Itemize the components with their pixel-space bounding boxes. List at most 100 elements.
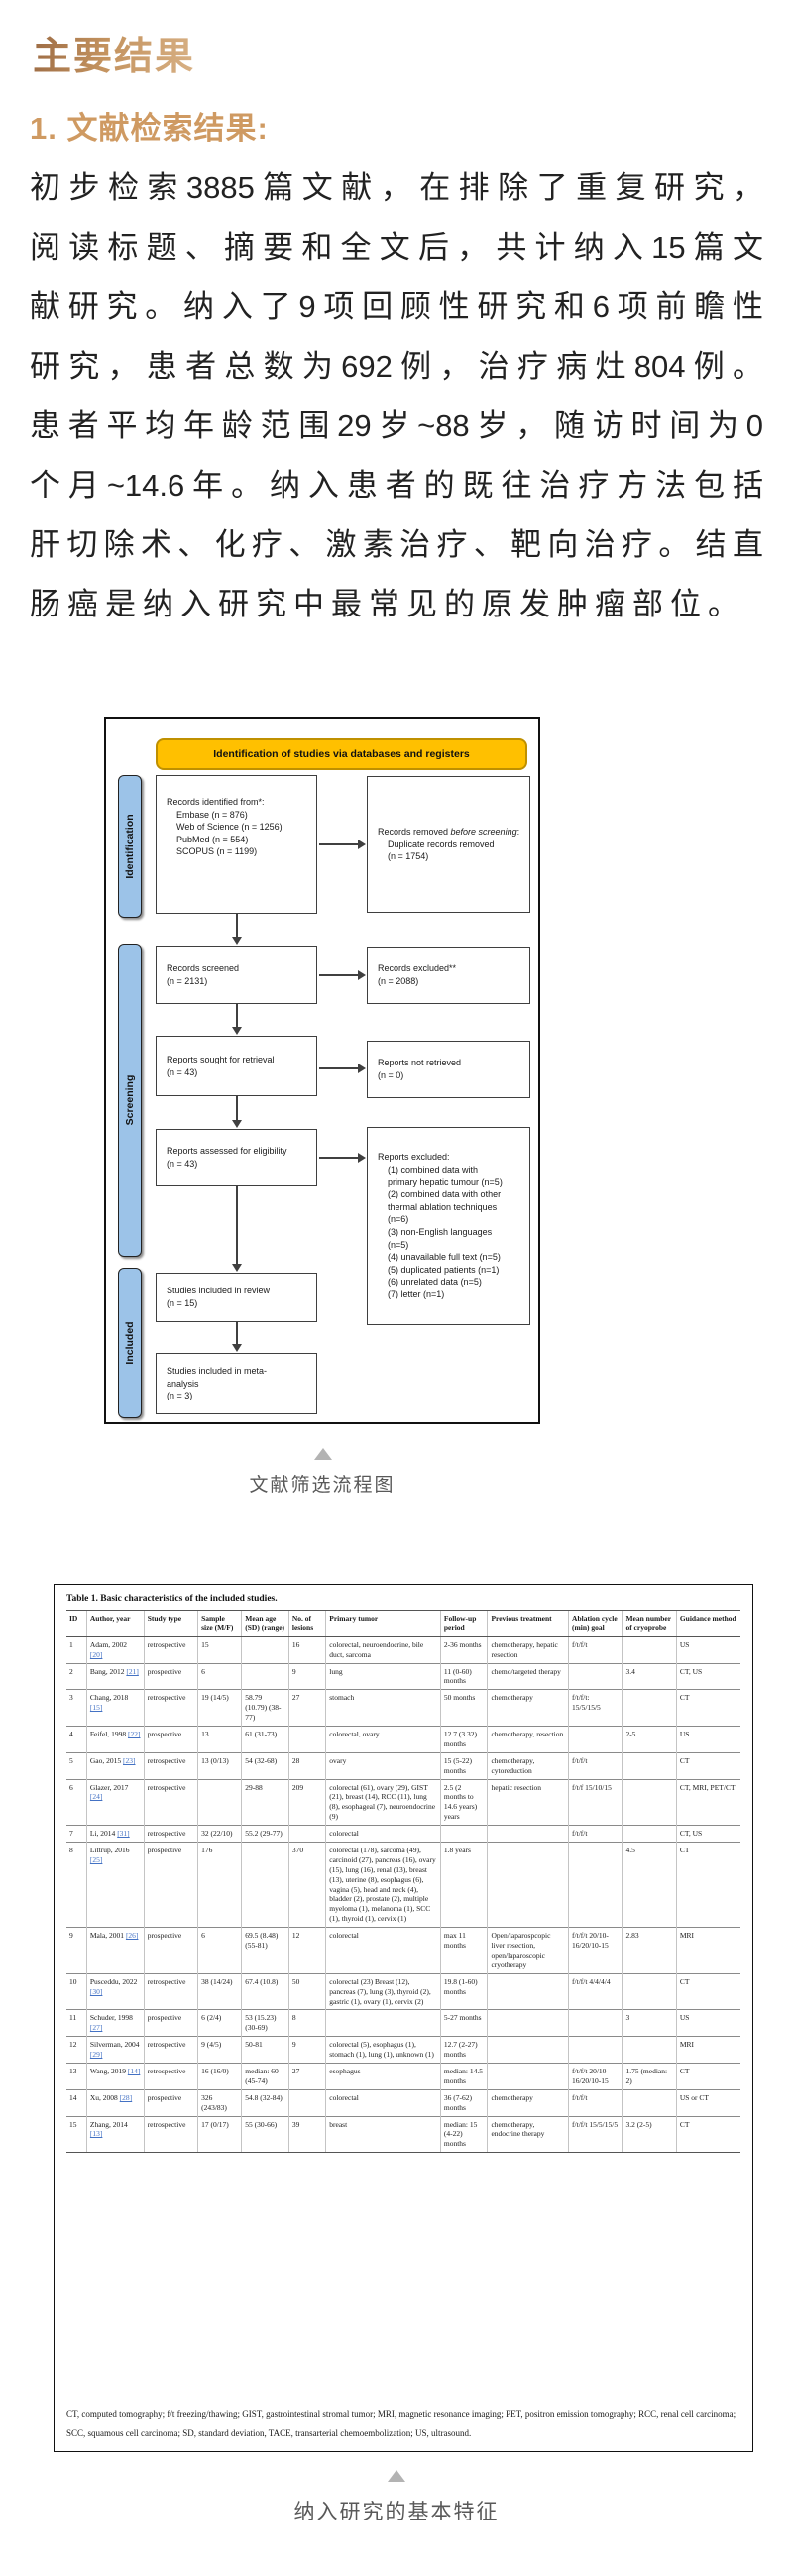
table-cell-lesions: 50 xyxy=(287,1972,326,2010)
table-cell-author: Xu, 2008 [28] xyxy=(85,2088,145,2117)
table-cell-sample: 9 (4/5) xyxy=(197,2036,242,2064)
table-cell-sample: 176 xyxy=(197,1842,242,1928)
table-title: Table 1. Basic characteristics of the in… xyxy=(66,1594,278,1604)
table-cell-tumor: colorectal xyxy=(325,1927,441,1974)
table-cell-previous xyxy=(487,1842,569,1928)
table-cell-probes xyxy=(622,1972,677,2010)
table-cell-lesions: 39 xyxy=(287,2115,326,2154)
identification-stage-bar: Identification xyxy=(118,775,142,918)
table-cell-previous: chemotherapy, resection xyxy=(487,1726,569,1753)
included-studies-table-figure[interactable]: Table 1. Basic characteristics of the in… xyxy=(54,1584,753,2452)
table-cell-previous: chemotherapy, hepatic resection xyxy=(487,1635,569,1664)
reference-link: [27] xyxy=(89,2023,103,2033)
table-cell-age xyxy=(241,1662,289,1690)
table-cell-sample: 38 (14/24) xyxy=(197,1972,242,2010)
table-cell-author: Li, 2014 [31] xyxy=(85,1825,145,1843)
records-removed-box: Records removed before screening: Duplic… xyxy=(367,776,530,913)
included-stage-bar: Included xyxy=(118,1268,142,1418)
table-cell-ablation: f/t/f 15/10/15 xyxy=(568,1778,623,1826)
table-cell-study: prospective xyxy=(143,1842,198,1928)
paragraph-line: 肠癌是纳入研究中最常见的原发肿瘤部位。 xyxy=(30,587,745,621)
table-cell-followup: 5-27 months xyxy=(439,2009,488,2037)
paragraph-line: 患者平均年龄范围29岁~88岁，随访时间为0 xyxy=(30,408,763,443)
table-column-header: Sample size (M/F) xyxy=(197,1610,242,1637)
reference-link: [26] xyxy=(125,1931,139,1941)
table-cell-age: 54.8 (32-84) xyxy=(241,2088,289,2117)
table-cell-lesions: 27 xyxy=(287,1689,326,1727)
table-cell-study: prospective xyxy=(143,1662,198,1690)
table-cell-followup: 36 (7-62) months xyxy=(439,2088,488,2117)
table-cell-author: Zhang, 2014 [13] xyxy=(85,2115,145,2154)
table-cell-id: 7 xyxy=(66,1825,87,1843)
table-cell-ablation xyxy=(568,1726,623,1753)
reference-link: [20] xyxy=(89,1649,103,1659)
table-cell-study: retrospective xyxy=(143,1689,198,1727)
table-cell-age: 61 (31-73) xyxy=(241,1726,289,1753)
reports-excluded-reasons-box: Reports excluded: (1) combined data with… xyxy=(367,1127,530,1325)
arrow-down-icon xyxy=(232,1186,242,1272)
table-cell-id: 15 xyxy=(66,2115,87,2154)
table-cell-age: 55 (30-66) xyxy=(241,2115,289,2154)
table-cell-author: Bang, 2012 [21] xyxy=(85,1662,145,1690)
reference-link: [29] xyxy=(89,2050,103,2060)
table-cell-guidance: CT xyxy=(675,2062,740,2090)
table-cell-followup: 50 months xyxy=(439,1689,488,1727)
table-cell-study: retrospective xyxy=(143,2036,198,2064)
table-cell-study: retrospective xyxy=(143,1635,198,1664)
table-cell-followup: 12.7 (2-27) months xyxy=(439,2036,488,2064)
table-cell-study: prospective xyxy=(143,2088,198,2117)
table-cell-followup: median: 15 (4-22) months xyxy=(439,2115,488,2154)
table-cell-study: retrospective xyxy=(143,1972,198,2010)
table-cell-author: Littrup, 2016 [25] xyxy=(85,1842,145,1928)
table-cell-probes: 3 xyxy=(622,2009,677,2037)
included-stage-label: Included xyxy=(124,1321,136,1365)
table-cell-age: 55.2 (29-77) xyxy=(241,1825,289,1843)
table-cell-id: 6 xyxy=(66,1778,87,1826)
table-cell-tumor: ovary xyxy=(325,1751,441,1780)
paragraph-line: 个月~14.6年。纳入患者的既往治疗方法包括 xyxy=(30,468,763,503)
table-cell-ablation: f/t/f/t xyxy=(568,1635,623,1664)
table-cell-followup: median: 14.5 months xyxy=(439,2062,488,2090)
section-title: 主要结果 xyxy=(33,26,195,81)
records-excluded-box: Records excluded** (n = 2088) xyxy=(367,947,530,1004)
reference-link: [28] xyxy=(119,2092,133,2102)
table-cell-ablation: f/t/f/t 20/10-16/20/10-15 xyxy=(568,1927,623,1974)
table-cell-previous xyxy=(487,1972,569,2010)
studies-included-meta-box: Studies included in meta- analysis (n = … xyxy=(156,1353,317,1414)
table-cell-id: 13 xyxy=(66,2062,87,2090)
table-cell-ablation xyxy=(568,2036,623,2064)
table-column-header: Study type xyxy=(143,1610,198,1637)
arrow-down-icon xyxy=(232,914,242,945)
table-cell-lesions: 12 xyxy=(287,1927,326,1974)
table-cell-author: Chang, 2018 [15] xyxy=(85,1689,145,1727)
arrow-down-icon xyxy=(232,1322,242,1352)
table-cell-author: Gao, 2015 [23] xyxy=(85,1751,145,1780)
caption-triangle-icon xyxy=(314,1448,332,1460)
table-cell-previous xyxy=(487,2009,569,2037)
table-cell-author: Pusceddu, 2022 [30] xyxy=(85,1972,145,2010)
reference-link: [15] xyxy=(89,1703,103,1713)
table-caption: 纳入研究的基本特征 xyxy=(293,2501,500,2523)
table-cell-lesions: 370 xyxy=(287,1842,326,1928)
table-cell-guidance: US xyxy=(675,1635,740,1664)
table-cell-study: prospective xyxy=(143,1927,198,1974)
table-cell-followup: 1.8 years xyxy=(439,1842,488,1928)
table-cell-ablation: f/t/f/t xyxy=(568,2088,623,2117)
table-cell-ablation: f/t/f/t 4/4/4/4 xyxy=(568,1972,623,2010)
arrow-down-icon xyxy=(232,1096,242,1128)
diagram-banner: Identification of studies via databases … xyxy=(156,738,527,770)
table-cell-previous: chemotherapy xyxy=(487,1689,569,1727)
table-cell-guidance: CT xyxy=(675,1689,740,1727)
prisma-flow-diagram-figure[interactable]: Identification of studies via databases … xyxy=(104,717,540,1424)
table-cell-tumor xyxy=(325,2009,441,2037)
table-cell-guidance: MRI xyxy=(675,1927,740,1974)
table-cell-guidance: US xyxy=(675,1726,740,1753)
table-cell-lesions xyxy=(287,1726,326,1753)
table-cell-previous: chemotherapy xyxy=(487,2088,569,2117)
table-cell-guidance: CT xyxy=(675,1751,740,1780)
